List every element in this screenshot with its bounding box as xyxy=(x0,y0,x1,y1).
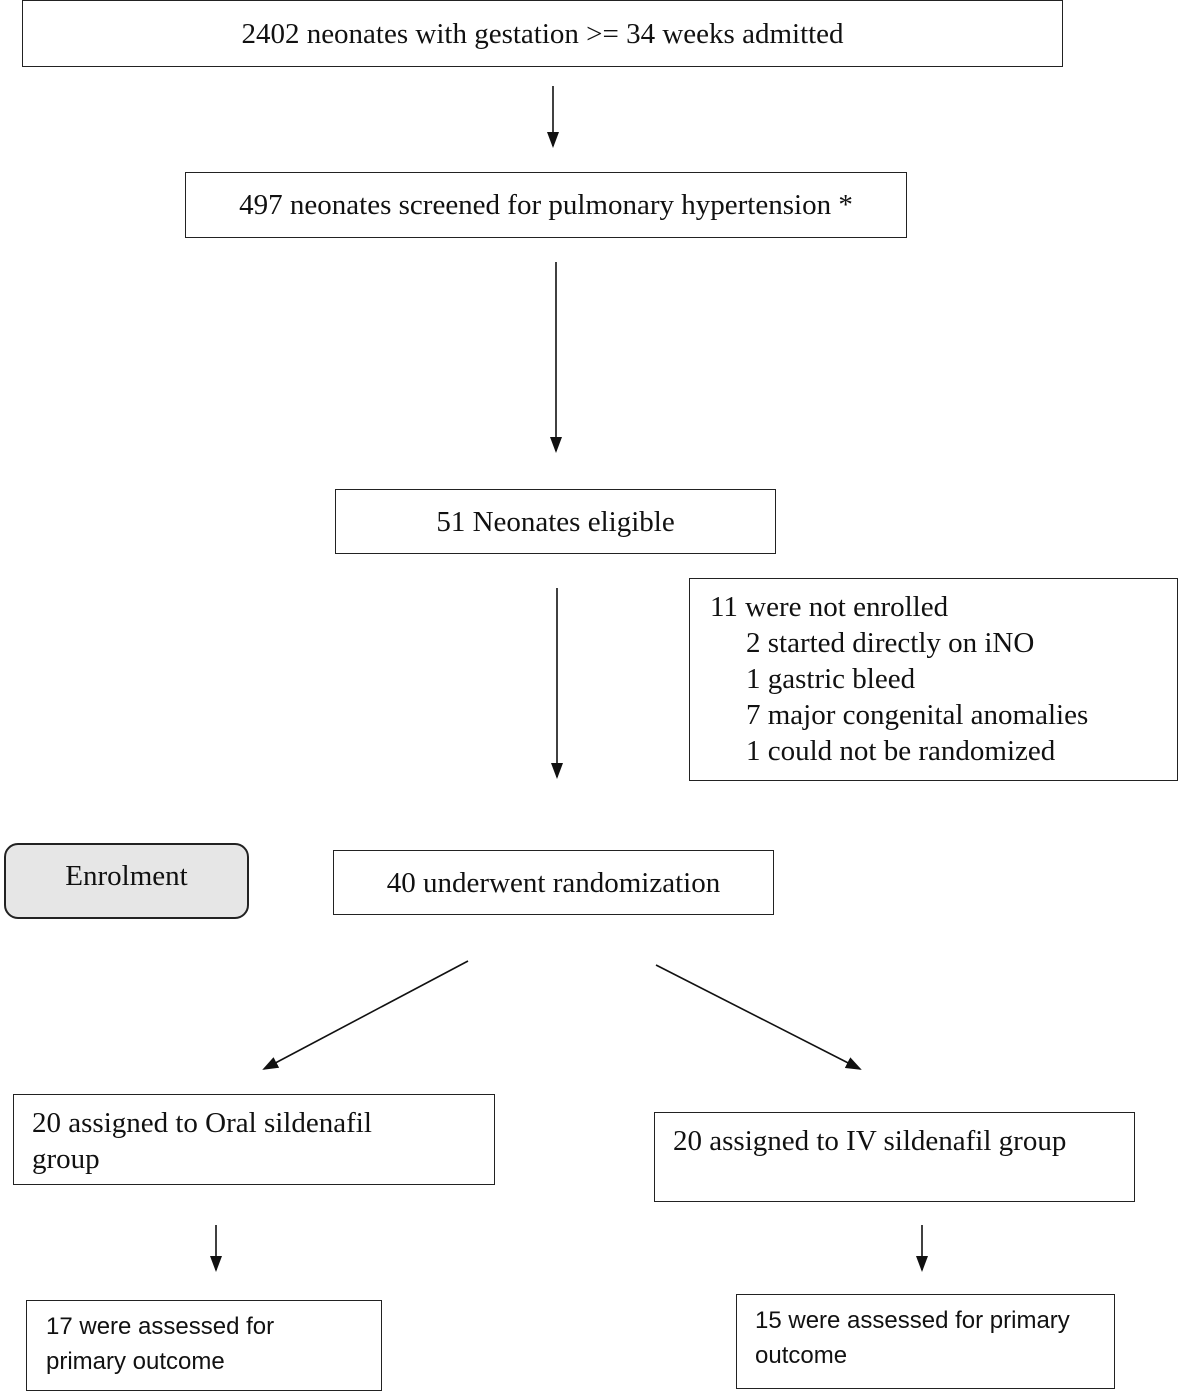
iv-group-box: 20 assigned to IV sildenafil group xyxy=(654,1112,1135,1202)
arrow-to-oral-group xyxy=(262,960,469,1070)
enrolment-stage-label: Enrolment xyxy=(4,843,249,919)
exclusion-reason: 2 started directly on iNO xyxy=(746,627,1035,659)
oral-group-box: 20 assigned to Oral sildenafil group xyxy=(13,1094,495,1185)
oral-group-line: 20 assigned to Oral sildenafil xyxy=(32,1107,372,1139)
screened-text: 497 neonates screened for pulmonary hype… xyxy=(239,189,853,221)
not-enrolled-title: 11 were not enrolled xyxy=(710,591,949,623)
admitted-box: 2402 neonates with gestation >= 34 weeks… xyxy=(22,0,1063,67)
oral-assessed-line: primary outcome xyxy=(46,1348,225,1375)
exclusion-reason: 1 gastric bleed xyxy=(746,663,916,695)
not-enrolled-box: 11 were not enrolled 2 started directly … xyxy=(689,578,1178,781)
exclusion-reason: 7 major congenital anomalies xyxy=(746,699,1089,731)
randomized-box: 40 underwent randomization xyxy=(333,850,774,915)
iv-assessed-box: 15 were assessed for primary outcome xyxy=(736,1294,1115,1389)
randomized-text: 40 underwent randomization xyxy=(386,866,721,899)
oral-assessed-line: 17 were assessed for xyxy=(46,1313,275,1340)
enrolment-text: Enrolment xyxy=(65,860,188,892)
oral-assessed-box: 17 were assessed for primary outcome xyxy=(26,1300,382,1391)
eligible-box: 51 Neonates eligible xyxy=(335,489,776,554)
screened-box: 497 neonates screened for pulmonary hype… xyxy=(185,172,907,238)
iv-group-text: 20 assigned to IV sildenafil group xyxy=(673,1125,1067,1157)
exclusion-reason: 1 could not be randomized xyxy=(746,735,1056,767)
eligible-text: 51 Neonates eligible xyxy=(436,505,675,538)
iv-assessed-line: 15 were assessed for primary xyxy=(755,1307,1070,1334)
iv-assessed-line: outcome xyxy=(755,1342,848,1369)
oral-group-line: group xyxy=(32,1143,100,1175)
admitted-text: 2402 neonates with gestation >= 34 weeks… xyxy=(241,17,844,50)
arrow-to-iv-group xyxy=(655,964,862,1070)
